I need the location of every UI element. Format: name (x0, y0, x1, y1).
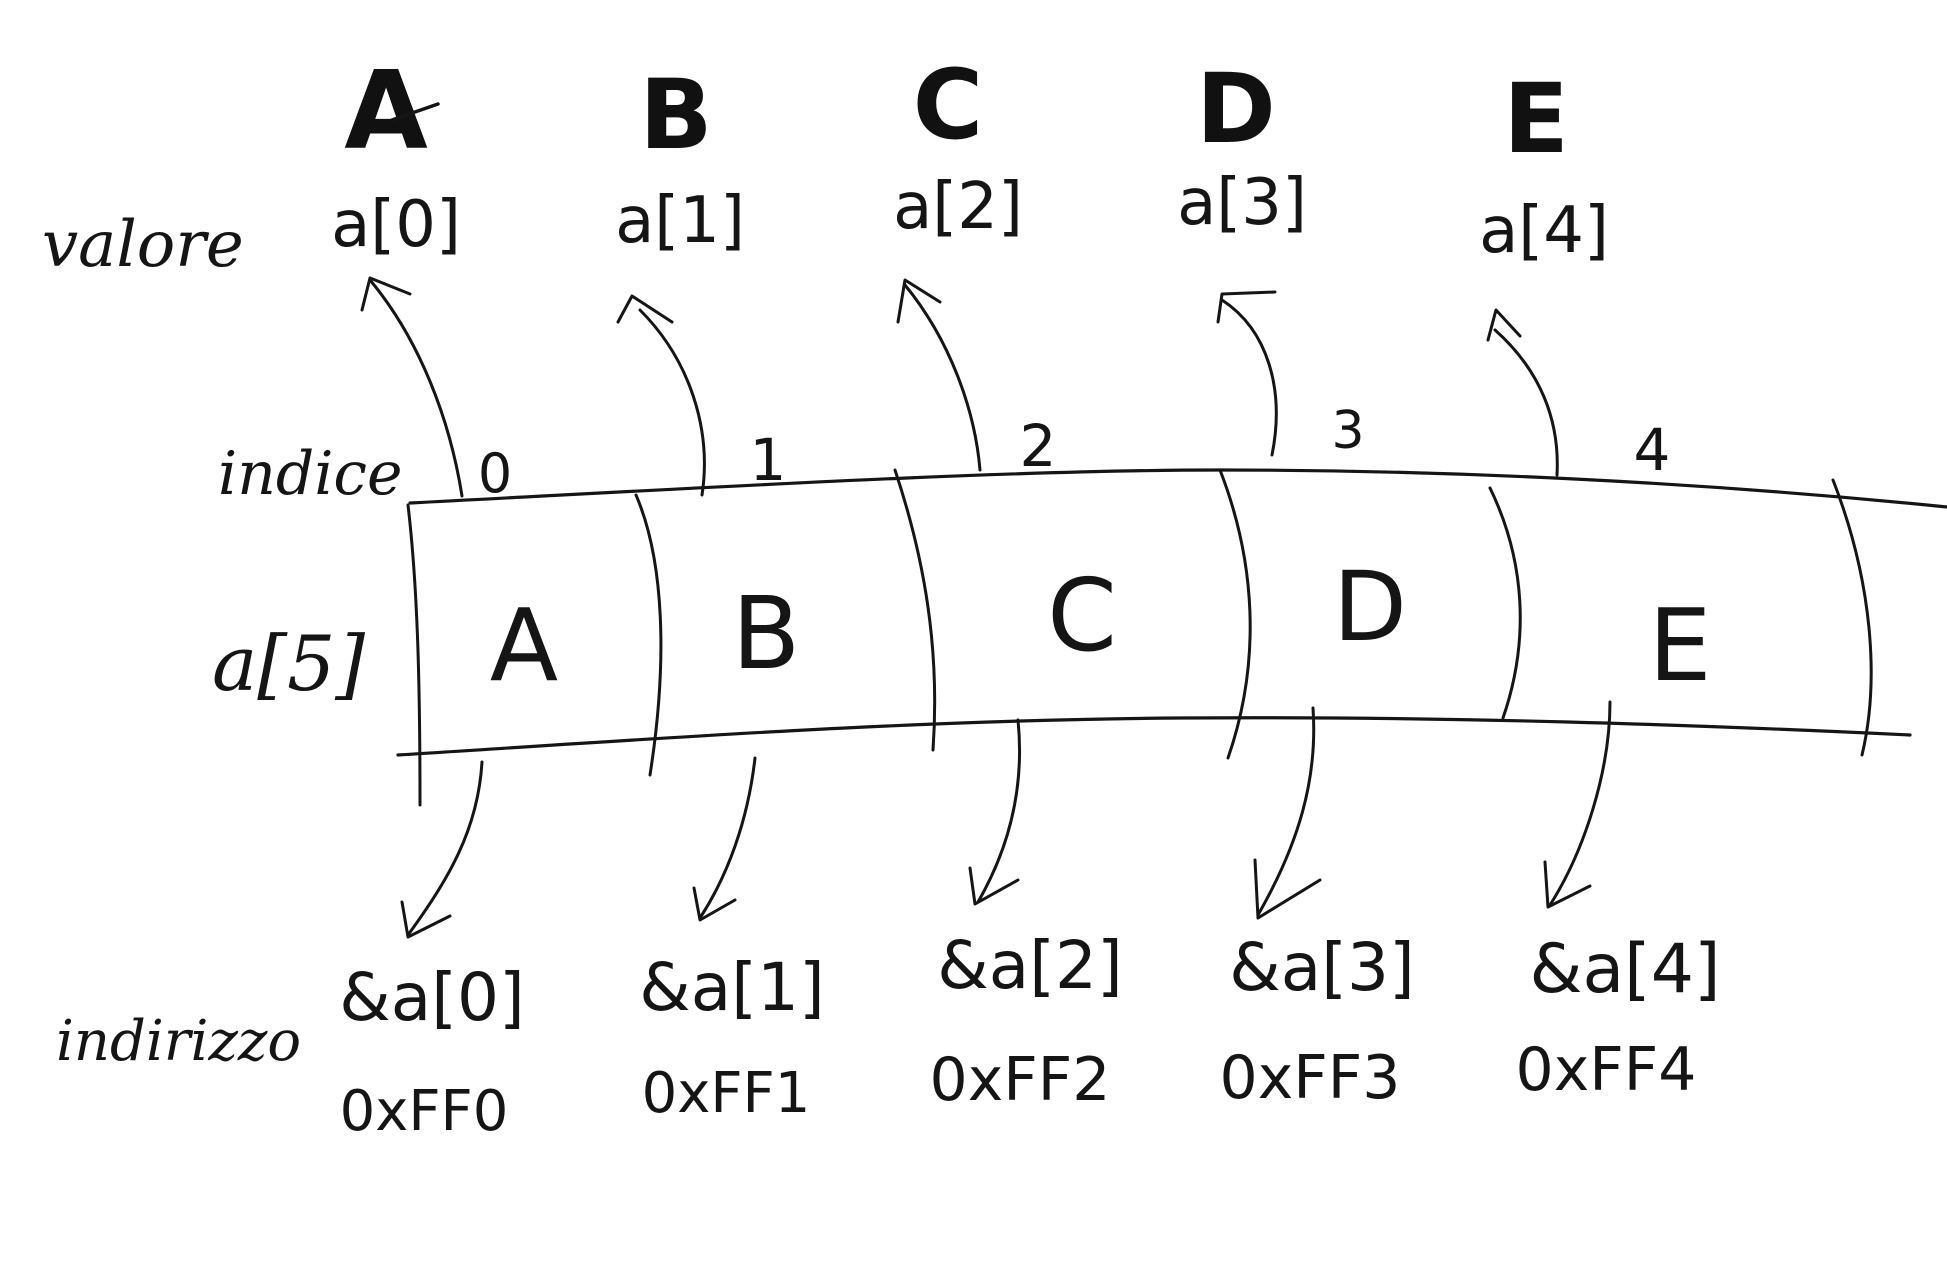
memory-address: 0xFF0 (340, 1079, 509, 1144)
array-column-0: A a[0] 0 A &a[0] 0xFF0 (331, 49, 558, 1144)
index-row-label: indice (218, 439, 403, 509)
address-reference: &a[3] (1229, 929, 1414, 1006)
arrow-to-address-head (1253, 858, 1322, 920)
array-column-3: D a[3] 3 D &a[3] 0xFF3 (1177, 53, 1415, 1113)
cell-value: C (1047, 557, 1117, 674)
index-number: 3 (1331, 401, 1364, 461)
heading-strike (390, 102, 440, 122)
array-columns: A a[0] 0 A &a[0] 0xFF0 B a[1] 1 B &a[1] … (331, 49, 1720, 1144)
arrow-to-address (976, 718, 1022, 904)
arrow-to-value-head (1216, 290, 1277, 324)
address-reference: &a[4] (1529, 930, 1720, 1009)
cell-value: B (732, 575, 801, 692)
index-number: 1 (750, 426, 787, 494)
index-number: 0 (478, 442, 512, 505)
value-row-label: valore (42, 208, 244, 282)
index-number: 2 (1020, 412, 1057, 480)
arrow-to-address (406, 760, 484, 937)
cell-divider-2 (893, 468, 937, 752)
array-cell-dividers (406, 468, 1873, 807)
arrow-to-value (1220, 298, 1278, 457)
address-row-label: indirizzo (56, 1009, 301, 1074)
array-top-edge (408, 468, 1947, 509)
cell-divider-0 (406, 503, 422, 807)
cell-divider-3 (1218, 468, 1252, 760)
arrow-to-value (1493, 328, 1559, 477)
arrow-to-value-head (896, 278, 942, 324)
value-reference: a[3] (1177, 166, 1307, 240)
arrow-to-value-head (616, 294, 674, 324)
memory-address: 0xFF4 (1516, 1035, 1697, 1105)
value-heading: D (1196, 53, 1276, 165)
value-reference: a[0] (331, 188, 461, 262)
cell-value: E (1648, 587, 1711, 704)
array-column-4: E a[4] 4 E &a[4] 0xFF4 (1479, 63, 1720, 1105)
arrow-to-address-head (400, 900, 452, 939)
array-declaration-label: a[5] (212, 619, 365, 708)
array-column-2: C a[2] 2 C &a[2] 0xFF2 (893, 49, 1123, 1115)
value-heading: B (639, 59, 712, 171)
address-reference: &a[1] (639, 949, 824, 1026)
value-reference: a[2] (893, 170, 1023, 244)
arrow-to-value (903, 283, 982, 472)
memory-address: 0xFF3 (1220, 1043, 1401, 1113)
arrow-to-value (638, 308, 706, 497)
arrow-to-address-head (1543, 860, 1592, 909)
arrow-to-value-head (1486, 308, 1522, 342)
value-reference: a[1] (615, 184, 745, 258)
value-heading: E (1503, 63, 1569, 175)
arrow-to-address (1548, 700, 1612, 907)
address-reference: &a[2] (937, 927, 1122, 1004)
value-heading: C (913, 49, 983, 161)
address-reference: &a[0] (339, 959, 524, 1036)
array-bottom-edge (396, 716, 1912, 757)
arrow-to-address (698, 756, 757, 920)
memory-address: 0xFF2 (930, 1045, 1111, 1115)
arrow-to-address (1256, 706, 1316, 917)
cell-divider-4 (1488, 486, 1522, 720)
cell-value: D (1333, 551, 1407, 663)
memory-address: 0xFF1 (642, 1061, 811, 1126)
arrow-to-address-head (968, 866, 1020, 906)
arrow-to-value (368, 278, 464, 498)
cell-divider-5 (1831, 478, 1873, 757)
array-column-1: B a[1] 1 B &a[1] 0xFF1 (615, 59, 825, 1126)
cell-value: A (490, 587, 558, 704)
arrow-to-value-head (360, 276, 412, 312)
value-reference: a[4] (1479, 194, 1609, 268)
arrow-to-address-head (692, 886, 737, 922)
index-number: 4 (1634, 416, 1671, 484)
cell-divider-1 (634, 493, 663, 777)
